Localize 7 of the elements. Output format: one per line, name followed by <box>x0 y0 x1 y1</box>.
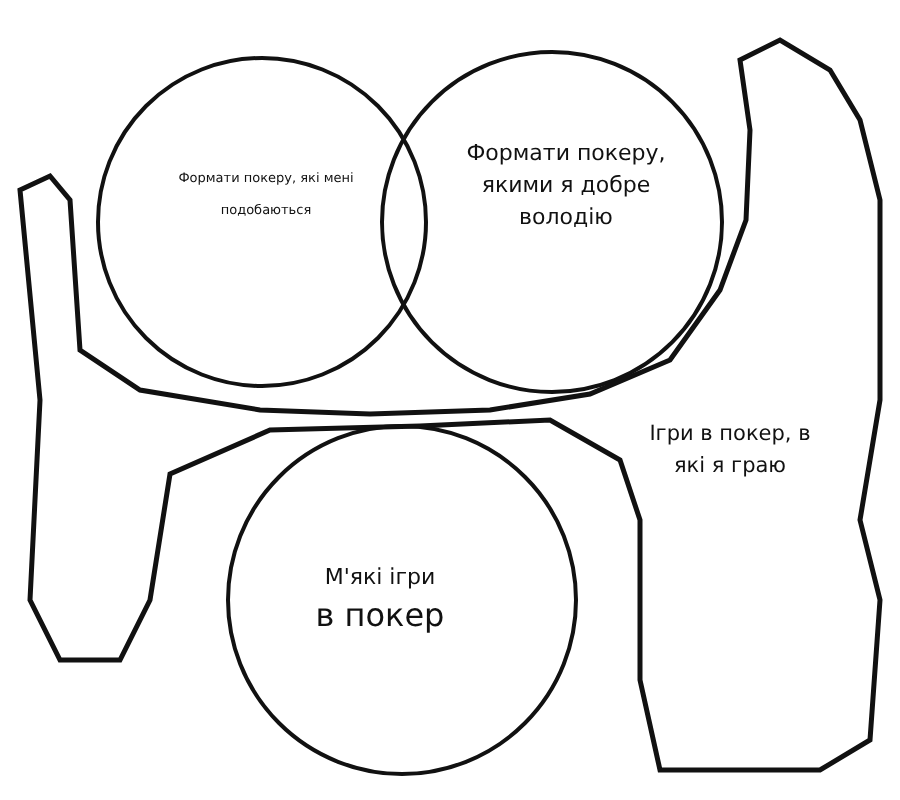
set-label: Формати покеру, якими я добре володію <box>464 138 668 234</box>
venn-circle <box>380 50 724 394</box>
set-label: Ігри в покер, в які я граю <box>647 420 813 482</box>
set-label: в покер <box>313 596 447 638</box>
venn-circle <box>96 56 428 388</box>
set-label: М'які ігри <box>322 564 438 593</box>
venn-circle <box>226 424 578 776</box>
